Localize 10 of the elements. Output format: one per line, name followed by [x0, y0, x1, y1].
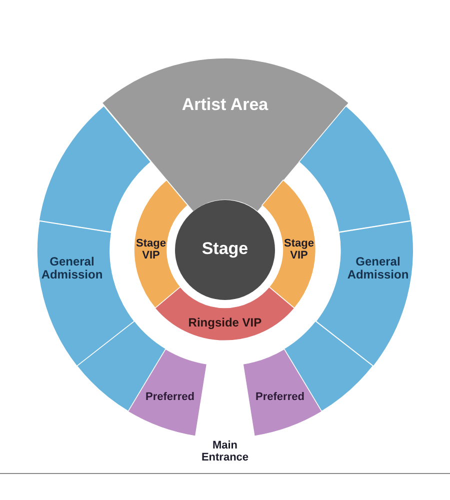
section-label: Stage VIP: [283, 238, 315, 262]
section-label: Preferred: [254, 392, 306, 404]
entrance-label: Main Entrance: [200, 440, 250, 464]
section-label: Ringside VIP: [187, 316, 263, 330]
section-label: General Admission: [40, 255, 104, 281]
section-label: General Admission: [346, 255, 410, 281]
section-label: Artist Area: [180, 96, 270, 114]
section-label: Preferred: [144, 392, 196, 404]
section-label: Stage: [200, 240, 250, 258]
section-label: Stage VIP: [135, 238, 167, 262]
